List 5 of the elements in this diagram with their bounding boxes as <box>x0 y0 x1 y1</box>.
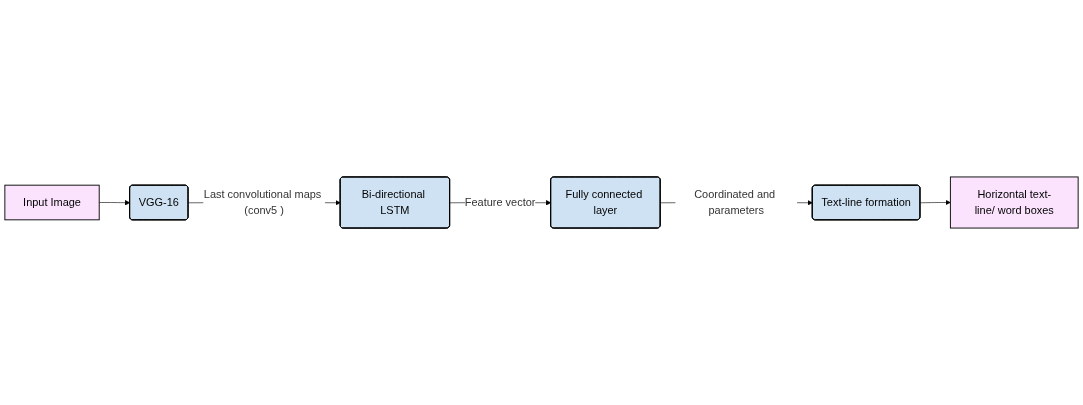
node-box: Horizontal text-line/ word boxes <box>949 176 1079 229</box>
edge-label: Feature vector <box>464 196 536 209</box>
edge-label: Last convolutional maps (conv5 ) <box>203 187 322 217</box>
edge-label: Coordinated and parameters <box>694 187 776 217</box>
node-box: Input Image <box>4 184 100 221</box>
